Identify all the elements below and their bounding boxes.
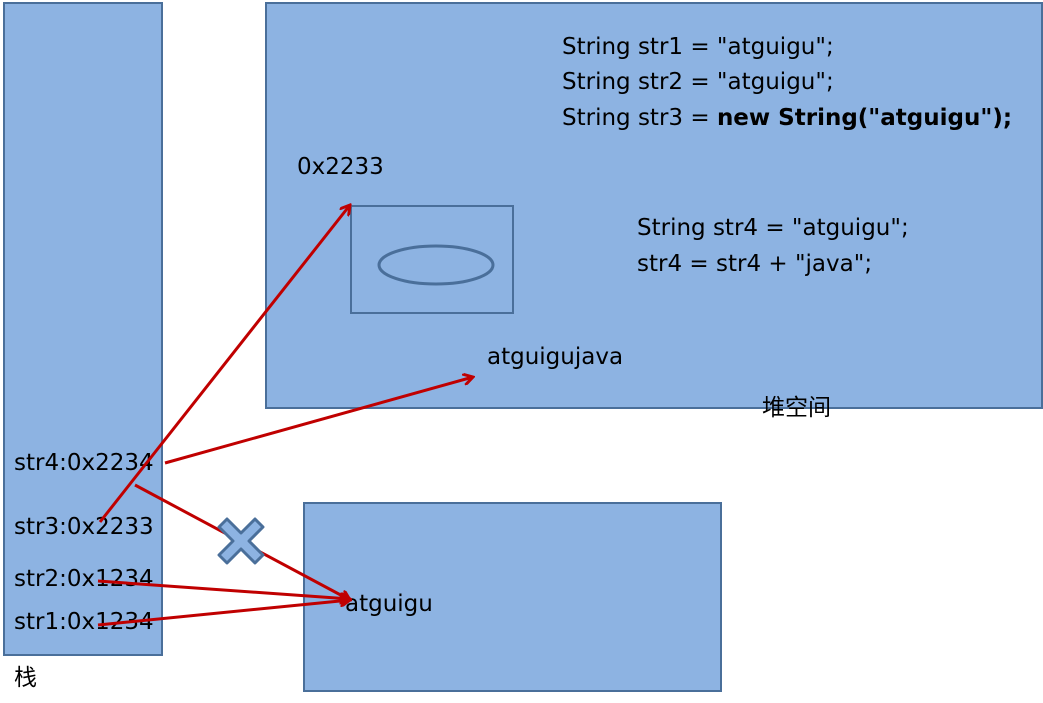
code-line-str4-concat: str4 = str4 + "java";	[637, 251, 873, 277]
code-line-str4-decl: String str4 = "atguigu";	[637, 215, 909, 241]
stack-entry-str4: str4:0x2234	[14, 450, 154, 476]
x-mark-icon	[217, 517, 265, 565]
stack-area	[3, 2, 163, 656]
heap-label: 堆空间	[762, 395, 831, 421]
stack-label: 栈	[14, 665, 37, 691]
stack-entry-str2: str2:0x1234	[14, 566, 154, 592]
stack-entry-str3: str3:0x2233	[14, 514, 154, 540]
stack-entry-str1: str1:0x1234	[14, 609, 154, 635]
code-line-str3: String str3 = new String("atguigu");	[562, 104, 1012, 132]
string-constant-pool-area	[303, 502, 722, 692]
code-line-str2: String str2 = "atguigu";	[562, 69, 834, 95]
constant-pool-value: atguigu	[345, 591, 433, 617]
code-line-str1: String str1 = "atguigu";	[562, 34, 834, 60]
object-address-label: 0x2233	[297, 154, 384, 180]
heap-object-box	[350, 205, 514, 314]
concat-result-label: atguigujava	[487, 344, 624, 370]
code-line-str3-new: new String("atguigu");	[716, 105, 1013, 131]
code-line-str3-prefix: String str3 =	[562, 105, 717, 131]
